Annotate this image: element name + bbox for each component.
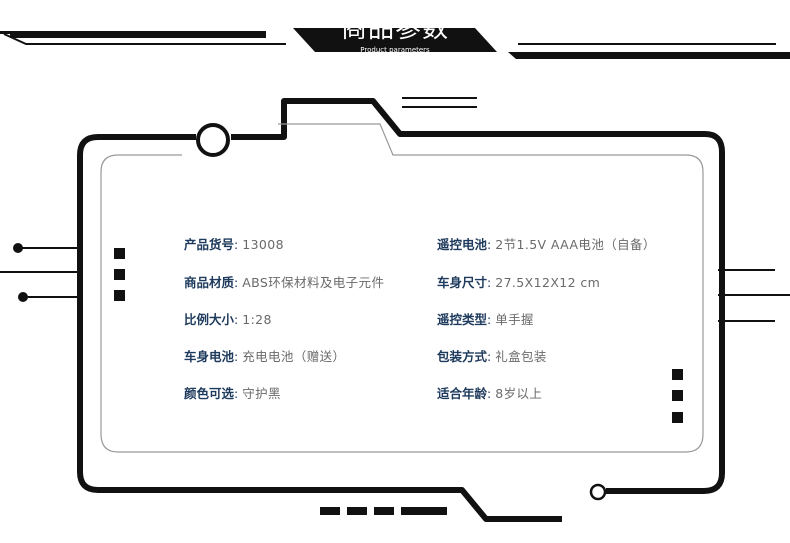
ring-large bbox=[196, 123, 230, 157]
param-separator: : bbox=[487, 237, 492, 252]
param-separator: : bbox=[487, 275, 492, 290]
param-separator: : bbox=[487, 386, 492, 401]
marker-square bbox=[672, 390, 683, 401]
param-item-remote-battery: 遥控电池: 2节1.5V AAA电池（自备） bbox=[437, 237, 656, 253]
param-label: 车身电池 bbox=[184, 349, 235, 364]
param-item-body-battery: 车身电池: 充电电池（赠送） bbox=[184, 349, 345, 365]
param-value: 8岁以上 bbox=[495, 386, 543, 401]
param-item-packaging: 包装方式: 礼盒包装 bbox=[437, 349, 547, 365]
param-label: 遥控电池 bbox=[437, 237, 488, 252]
param-separator: : bbox=[487, 312, 492, 327]
header-right-shape bbox=[508, 52, 790, 59]
marker-square bbox=[672, 369, 683, 380]
param-label: 比例大小 bbox=[184, 312, 235, 327]
dash-mark bbox=[320, 507, 340, 515]
param-value: ABS环保材料及电子元件 bbox=[242, 275, 385, 290]
header-left-shape bbox=[0, 31, 266, 38]
param-label: 包装方式 bbox=[437, 349, 488, 364]
ring-small bbox=[589, 483, 607, 501]
param-value: 1:28 bbox=[242, 312, 272, 327]
param-separator: : bbox=[234, 275, 239, 290]
param-separator: : bbox=[234, 349, 239, 364]
param-label: 商品材质 bbox=[184, 275, 235, 290]
outer-frame-top bbox=[231, 98, 725, 494]
outer-frame bbox=[77, 134, 562, 522]
dash-mark bbox=[401, 507, 447, 515]
param-label: 遥控类型 bbox=[437, 312, 488, 327]
param-label: 车身尺寸 bbox=[437, 275, 488, 290]
section-header: 商品参数 Product parameters bbox=[330, 14, 460, 55]
marker-square bbox=[114, 248, 125, 259]
dash-mark bbox=[374, 507, 394, 515]
param-value: 礼盒包装 bbox=[495, 349, 547, 364]
param-item-product-number: 产品货号: 13008 bbox=[184, 237, 284, 253]
param-item-color: 颜色可选: 守护黑 bbox=[184, 386, 281, 402]
param-separator: : bbox=[234, 237, 239, 252]
inner-frame bbox=[100, 123, 704, 453]
param-separator: : bbox=[234, 386, 239, 401]
param-label: 颜色可选 bbox=[184, 386, 235, 401]
param-value: 2节1.5V AAA电池（自备） bbox=[495, 237, 656, 252]
param-separator: : bbox=[487, 349, 492, 364]
param-item-age: 适合年龄: 8岁以上 bbox=[437, 386, 542, 402]
marker-square bbox=[114, 269, 125, 280]
section-subtitle: Product parameters bbox=[360, 46, 430, 54]
param-value: 守护黑 bbox=[242, 386, 281, 401]
marker-square bbox=[114, 290, 125, 301]
marker-square bbox=[672, 412, 683, 423]
header-left-line bbox=[3, 33, 286, 45]
dash-mark bbox=[347, 507, 367, 515]
param-value: 充电电池（赠送） bbox=[242, 349, 346, 364]
param-label: 产品货号 bbox=[184, 237, 235, 252]
param-item-remote-type: 遥控类型: 单手握 bbox=[437, 312, 534, 328]
param-value: 13008 bbox=[242, 237, 284, 252]
param-value: 单手握 bbox=[495, 312, 534, 327]
title-banner-shape bbox=[293, 28, 497, 52]
param-item-scale: 比例大小: 1:28 bbox=[184, 312, 272, 328]
param-separator: : bbox=[234, 312, 239, 327]
param-label: 适合年龄 bbox=[437, 386, 488, 401]
param-item-material: 商品材质: ABS环保材料及电子元件 bbox=[184, 275, 384, 291]
param-item-body-size: 车身尺寸: 27.5X12X12 cm bbox=[437, 275, 600, 291]
section-title: 商品参数 bbox=[340, 14, 449, 44]
param-value: 27.5X12X12 cm bbox=[495, 275, 601, 290]
